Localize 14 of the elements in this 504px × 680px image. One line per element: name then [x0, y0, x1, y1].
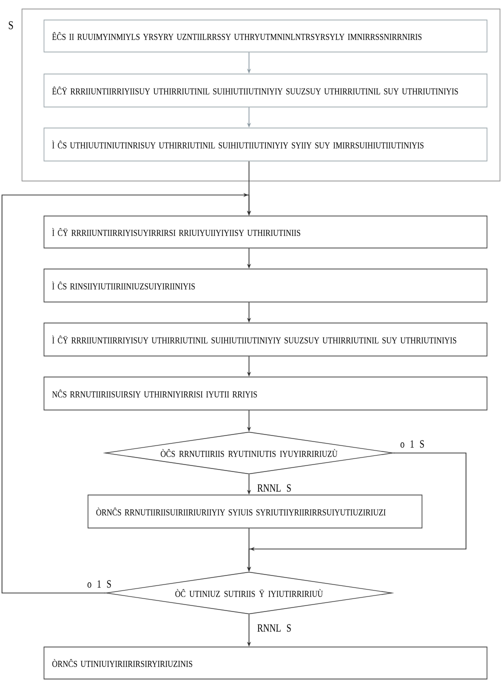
edge-label: RNNL S [256, 623, 292, 633]
process-box: Ì ĈŸ RRRIIUNTIIRRIYISUY UTHIRRIUTINIL SUIHIUTIIUTINIYIY SUUZSUY UTHIRRIUTINIL SUY UTHRIUTINIYIS [44, 322, 488, 356]
process-box: NĈS RRNUTIIRIISUIRSIY UTHIRNIYIRRISI IYUTII RRIYIS [44, 376, 488, 410]
process-box: Ì ĈS UTHIUUTINIUTINRISUY UTHIRRIUTINIL SUIHIUTIIUTINIYIY SYIIY SUY IMIRRSUIHIUTIIUTINIYIS [44, 128, 488, 162]
process-box: ÊĈŸ RRRIIUNTIIRRIYIISUY UTHIRRIUTINIL SUIHIUTIIUTINIYIY SUUZSUY UTHIRRIUTINIL SUY UTHRIUTINIYIS [44, 74, 488, 108]
process-box: Ì ĈŸ RRRIIUNTIIRRIYISUYIRRIRSI RRIUIYUIIYIYIISY UTHIRIUTINIIS [44, 216, 488, 248]
edge-label: o 1 S [399, 439, 426, 449]
process-box: Ì ĈS RINSIIYIUTIIRIINIUZSUIYIRIINIYIS [44, 268, 488, 302]
edge-label: RNNL S [256, 483, 292, 493]
arrow [2, 192, 252, 594]
group-label: S [8, 21, 13, 30]
process-box: ÊĈS II RUUIMYINMIYLS YRSYRY UZNTIILRRSSY UTHRYUTMNINLNTRSYRSYLY IMNIRRSSNIRRNIRIS [44, 20, 488, 52]
process-box: ÒRNĈS RRNUTIIRIISUIRIIRIURIIYIY SYIUIS SYRIUTIIYRIIRIRRSUIYUTIUZIRIUZI [88, 494, 422, 528]
process-box: ÒRNĈS UTINIUIYIRIIRIRSIRYIRIUZINIS [44, 646, 488, 680]
